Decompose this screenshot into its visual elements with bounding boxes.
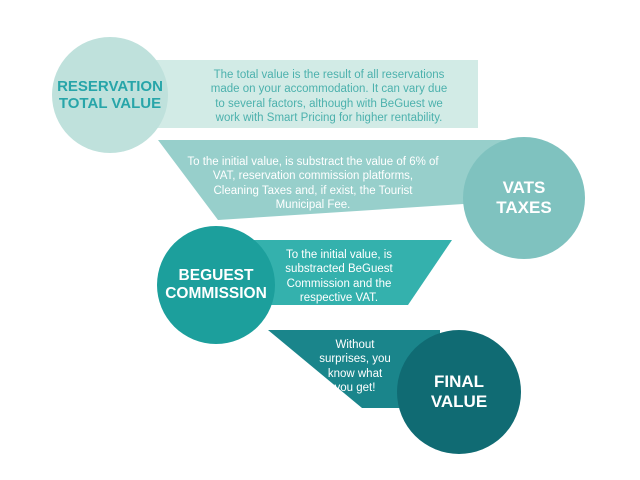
vats-taxes-circle: VATS TAXES <box>463 137 585 259</box>
description-line: know what <box>327 367 383 380</box>
circle-title-line: FINAL <box>433 372 485 392</box>
reservation-total-value-description: The total value is the result of all res… <box>185 68 473 126</box>
final-value-description: Without surprises, you know what you get… <box>290 338 420 396</box>
circle-title-line: TOTAL VALUE <box>58 95 162 112</box>
description-line: VAT, reservation commission platforms, <box>212 170 414 183</box>
description-line: To the initial value, is <box>285 249 393 261</box>
beguest-commission-circle: BEGUEST COMMISSION <box>157 226 275 344</box>
beguest-commission-description: To the initial value, is substracted BeG… <box>264 248 414 306</box>
description-line: respective VAT. <box>299 292 379 305</box>
stage1-band <box>110 60 478 128</box>
circle-title-line: RESERVATION <box>57 77 163 95</box>
circle-title-line: TAXES <box>496 198 552 217</box>
reservation-total-value-circle: RESERVATION TOTAL VALUE <box>52 37 168 153</box>
description-line: Without <box>335 339 375 351</box>
description-line: made on your accommodation. It can vary … <box>210 83 448 96</box>
description-line: Commission and the <box>286 277 392 290</box>
description-line: surprises, you <box>319 353 391 366</box>
circle-title-line: VALUE <box>430 392 488 411</box>
description-line: Cleaning Taxes and, if exist, the Touris… <box>213 184 413 197</box>
description-line: work with Smart Pricing for higher renta… <box>215 112 443 125</box>
circle-title-line: COMMISSION <box>165 285 267 302</box>
circle-title-line: BEGUEST <box>178 267 254 285</box>
description-line: Municipal Fee. <box>275 199 351 212</box>
final-value-circle: FINAL VALUE <box>397 330 521 454</box>
description-line: to several factors, although with BeGues… <box>215 97 443 110</box>
stage2-band <box>158 140 525 220</box>
description-line: you get! <box>334 382 376 395</box>
description-line: substracted BeGuest <box>285 263 393 276</box>
vats-taxes-description: To the initial value, is substract the v… <box>158 155 468 213</box>
description-line: The total value is the result of all res… <box>213 69 445 81</box>
circle-title-line: VATS <box>502 178 546 198</box>
description-line: To the initial value, is substract the v… <box>187 156 439 168</box>
stage3-band <box>225 240 452 305</box>
